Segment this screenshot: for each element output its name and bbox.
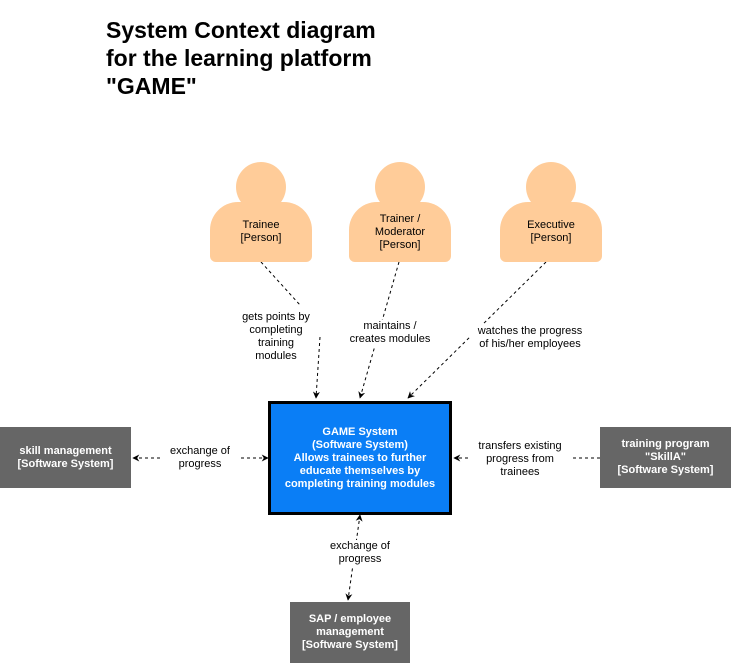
label-executive-game-2: of his/her employees [479, 338, 581, 350]
trainer-name-2: Moderator [374, 225, 426, 238]
label-skill-game-2: progress [178, 458, 222, 470]
person-executive[interactable]: Executive [Person] [500, 162, 602, 262]
label-trainee-game-2: completing [249, 324, 303, 336]
label-skill-game-1: exchange of [170, 445, 230, 457]
label-executive-game: watches the progress of his/her employee… [470, 325, 590, 351]
edge-trainee-game [260, 261, 320, 398]
training-program-type: [Software System] [617, 464, 714, 476]
person-trainee[interactable]: Trainee [Person] [210, 162, 312, 262]
system-skill-management[interactable]: skill management [Software System] [0, 427, 131, 488]
label-skilla-game-2: progress from [486, 453, 554, 465]
trainee-name: Trainee [242, 219, 280, 231]
person-executive-body: Executive [Person] [500, 202, 602, 262]
system-game[interactable]: GAME System (Software System) Allows tra… [268, 401, 452, 515]
skill-management-name: skill management [19, 444, 112, 457]
game-name: GAME System [322, 425, 398, 438]
title-line-3: "GAME" [106, 73, 197, 99]
game-desc-1: Allows trainees to further [293, 451, 427, 464]
trainer-name-1: Trainer / [379, 212, 421, 225]
executive-type: [Person] [530, 232, 572, 244]
label-skilla-game-1: transfers existing [478, 440, 562, 452]
trainee-type: [Person] [240, 232, 282, 244]
label-trainer-game: maintains / creates modules [344, 320, 436, 346]
executive-name: Executive [527, 219, 575, 231]
skill-management-type: [Software System] [17, 457, 114, 470]
label-sap-game-1: exchange of [330, 540, 390, 552]
label-skill-game: exchange of progress [162, 445, 238, 471]
game-desc-2: educate themselves by [299, 464, 421, 477]
label-sap-game-2: progress [338, 553, 382, 565]
system-training-program[interactable]: training program "SkillA" [Software Syst… [600, 427, 731, 488]
label-skilla-game-3: trainees [500, 466, 540, 478]
label-skilla-game: transfers existing progress from trainee… [470, 440, 570, 479]
label-trainee-game-1: gets points by [242, 311, 310, 323]
training-program-subname: "SkillA" [645, 451, 686, 463]
person-trainee-body: Trainee [Person] [210, 202, 312, 262]
label-trainer-game-1: maintains / [363, 320, 417, 332]
label-trainer-game-2: creates modules [349, 333, 431, 345]
label-executive-game-1: watches the progress [477, 325, 583, 337]
label-trainee-game-4: modules [255, 350, 297, 362]
title-line-2: for the learning platform [106, 45, 372, 71]
label-trainee-game-3: training [257, 337, 295, 349]
label-sap-game: exchange of progress [322, 540, 398, 566]
label-trainee-game: gets points by completing training modul… [236, 311, 316, 363]
system-sap[interactable]: SAP / employee management [Software Syst… [290, 602, 410, 663]
sap-name-2: management [316, 626, 384, 638]
person-trainer[interactable]: Trainer / Moderator [Person] [349, 162, 451, 262]
game-type: (Software System) [312, 438, 408, 451]
game-desc-3: completing training modules [284, 477, 436, 490]
person-trainer-body: Trainer / Moderator [Person] [349, 202, 451, 262]
trainer-type: [Person] [379, 238, 421, 251]
sap-name-1: SAP / employee [308, 613, 392, 625]
training-program-name: training program [621, 438, 710, 450]
diagram-title: System Context diagram for the learning … [106, 16, 426, 100]
title-line-1: System Context diagram [106, 17, 376, 43]
sap-type: [Software System] [302, 639, 398, 651]
